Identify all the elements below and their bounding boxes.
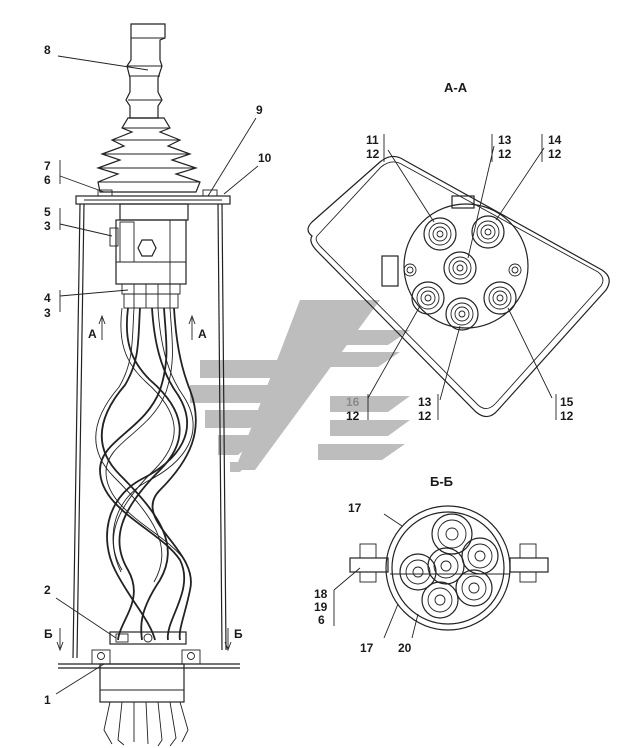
label-3-lower: 3	[44, 306, 51, 320]
label-10: 10	[258, 151, 272, 165]
label-6: 6	[44, 173, 51, 187]
label-aa-15-12: 12	[560, 409, 574, 423]
section-aa-labels: 11 12 13 12 14 12 16 12 13 12 15 12	[346, 133, 574, 423]
label-4: 4	[44, 291, 51, 305]
section-bb-view	[333, 505, 549, 639]
label-bb-17-top: 17	[348, 501, 362, 515]
label-7: 7	[44, 159, 51, 173]
left-labels: 8 9 10 7 6 5 3 4 3 2 1 А А Б Б	[44, 43, 272, 707]
label-bb-17-bottom: 17	[360, 641, 374, 655]
label-aa-13-top-12: 12	[498, 147, 512, 161]
joystick-assembly	[56, 23, 240, 747]
label-bb-6: 6	[318, 613, 325, 627]
label-aa-13-top: 13	[498, 133, 512, 147]
leader-lines-left	[55, 55, 259, 695]
label-5: 5	[44, 205, 51, 219]
label-aa-16: 16	[346, 395, 360, 409]
label-aa-15: 15	[560, 395, 574, 409]
label-bb-20: 20	[398, 641, 412, 655]
section-bb-labels: 17 18 19 6 17 20	[314, 501, 412, 655]
label-aa-13-bottom: 13	[418, 395, 432, 409]
connector-pins-aa	[411, 215, 517, 331]
arrow-label-b-left: Б	[44, 627, 53, 641]
label-2: 2	[44, 583, 51, 597]
watermark-logo	[190, 300, 410, 472]
label-3-upper: 3	[44, 219, 51, 233]
label-aa-11-12: 12	[366, 147, 380, 161]
cable-bundle-bb	[399, 513, 499, 619]
label-bb-18: 18	[314, 587, 328, 601]
arrow-label-a-left: А	[88, 327, 97, 341]
label-aa-11: 11	[366, 133, 379, 147]
label-aa-14: 14	[548, 133, 562, 147]
arrow-label-b-right: Б	[234, 627, 243, 641]
label-aa-16-12: 12	[346, 409, 360, 423]
section-title-aa: А-А	[444, 80, 468, 95]
section-title-bb: Б-Б	[430, 474, 453, 489]
label-aa-13-bottom-12: 12	[418, 409, 432, 423]
label-bb-19: 19	[314, 600, 328, 614]
label-aa-14-12: 12	[548, 147, 562, 161]
label-8: 8	[44, 43, 51, 57]
section-aa-view	[307, 134, 610, 420]
arrow-label-a-right: А	[198, 327, 207, 341]
label-9: 9	[256, 103, 263, 117]
label-1: 1	[44, 693, 51, 707]
